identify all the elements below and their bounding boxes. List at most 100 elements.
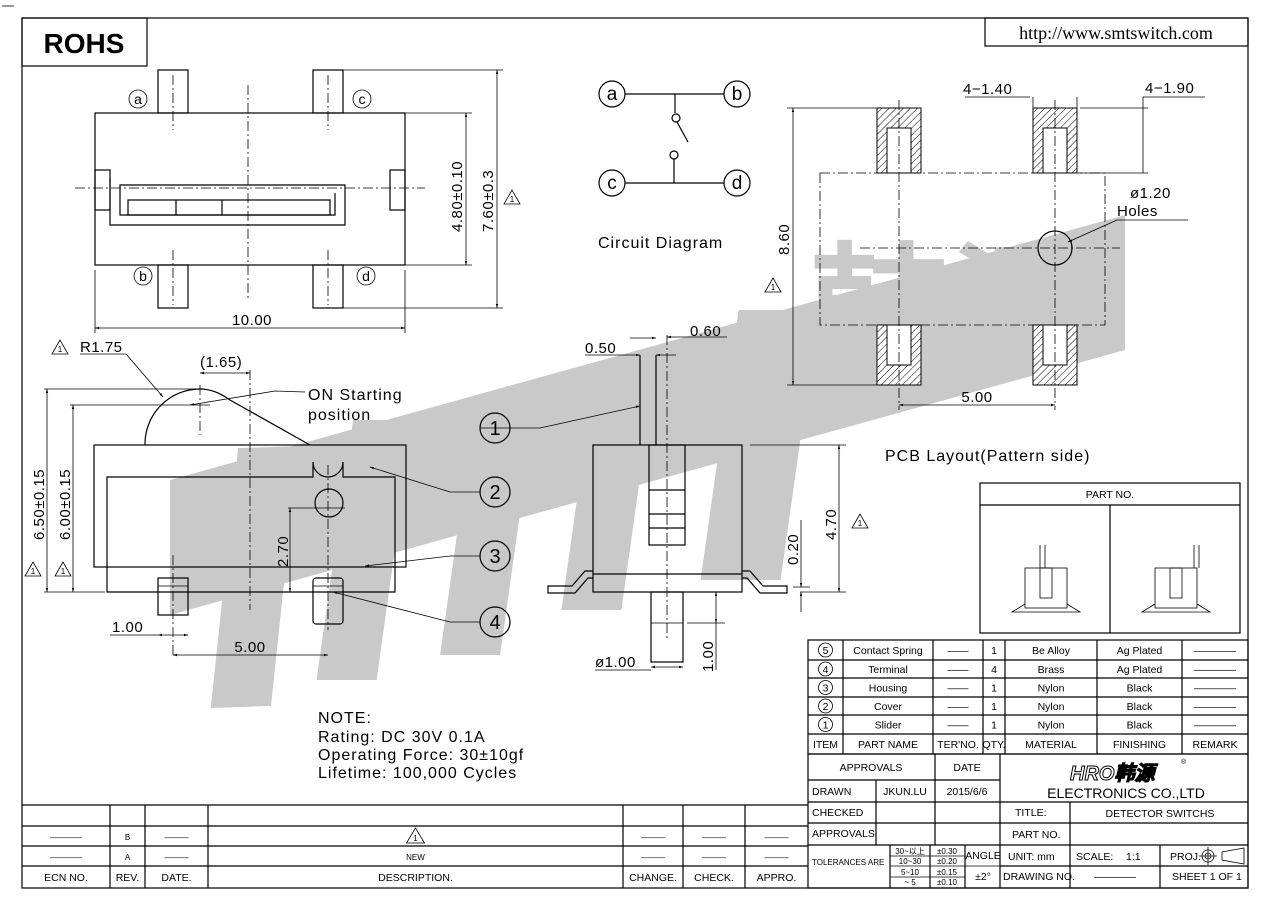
svg-text:TITLE:: TITLE: xyxy=(1015,807,1047,819)
dim-side-100: 1.00 xyxy=(112,619,143,636)
website-url[interactable]: http://www.smtswitch.com xyxy=(1019,23,1213,43)
bom-header: MATERIAL xyxy=(1025,739,1077,751)
svg-text:SHEET 1 OF 1: SHEET 1 OF 1 xyxy=(1172,871,1242,883)
dim-body-height: 4.80±0.10 xyxy=(449,161,466,232)
bom-cell-remark: ———— xyxy=(1194,645,1237,657)
dim-pcb-pitch: 5.00 xyxy=(961,389,992,406)
svg-text:5~10: 5~10 xyxy=(901,868,920,877)
drawing-title: DETECTOR SWITCHS xyxy=(1106,808,1215,820)
item-number-circle xyxy=(818,661,833,677)
bom-cell-material: Brass xyxy=(1038,664,1065,676)
scale-value: 1:1 xyxy=(1126,851,1141,863)
side-view: R1.75 1 (1.65) ON Starting position 6.50… xyxy=(24,339,641,657)
svg-text:3: 3 xyxy=(489,546,500,568)
notes: NOTE: Rating: DC 30V 0.1A Operating Forc… xyxy=(318,710,523,782)
bom-cell-material: Nylon xyxy=(1038,701,1065,713)
bom-cell-name: Cover xyxy=(874,701,903,713)
revision-header: DESCRIPTION. xyxy=(378,872,453,884)
dim-side-500: 5.00 xyxy=(234,639,265,656)
svg-text:1: 1 xyxy=(413,834,418,843)
svg-text:c: c xyxy=(607,173,617,194)
bom-cell-name: Contact Spring xyxy=(853,645,923,657)
svg-text:a: a xyxy=(134,91,142,107)
bom-cell-name: Terminal xyxy=(868,664,908,676)
svg-text:PART NO.: PART NO. xyxy=(1012,829,1060,841)
drawn-date: 2015/6/6 xyxy=(947,786,988,798)
svg-text:1: 1 xyxy=(489,418,500,440)
bom-cell-name: Slider xyxy=(875,720,902,732)
svg-text:1: 1 xyxy=(58,345,63,354)
bom-cell-item: 2 xyxy=(823,701,829,713)
bom-cell-remark: ———— xyxy=(1194,683,1237,695)
revision-cell-appro: ——— xyxy=(765,833,789,842)
revision-triangle-icon xyxy=(405,827,426,844)
bom-cell-ter: —— xyxy=(948,701,970,713)
bom-cell-item: 5 xyxy=(823,645,829,657)
revision-cell-change: ——— xyxy=(641,853,665,862)
dim-front-100: 1.00 xyxy=(700,641,717,672)
bom-header: FINISHING xyxy=(1113,739,1166,751)
front-view: 0.50 0.60 4.70 1 0.20 1.00 ø1.00 xyxy=(547,323,869,672)
callout-4: 4 xyxy=(332,591,511,638)
revision-triangle-icon: 1 xyxy=(54,561,72,577)
bom-cell-remark: ———— xyxy=(1194,664,1237,676)
svg-text:a: a xyxy=(607,84,618,105)
svg-text:±2°: ±2° xyxy=(975,871,991,883)
svg-text:±0.15: ±0.15 xyxy=(937,868,958,877)
dim-plunger-dia: ø1.00 xyxy=(595,654,636,671)
company-logo: HRO韩源 ® xyxy=(1070,758,1188,786)
svg-text:b: b xyxy=(732,84,743,105)
svg-text:1: 1 xyxy=(858,519,863,528)
bom-cell-remark: ———— xyxy=(1194,701,1237,713)
hole-label: Holes xyxy=(1117,203,1158,220)
item-number-circle xyxy=(818,642,833,658)
website-box: http://www.smtswitch.com xyxy=(984,17,1249,47)
svg-text:NOTE:: NOTE: xyxy=(318,710,372,727)
revision-cell-change: ——— xyxy=(641,833,665,842)
item-number-circle xyxy=(818,698,833,714)
svg-text:2: 2 xyxy=(489,482,500,504)
bom-cell-material: Nylon xyxy=(1038,720,1065,732)
svg-text:®: ® xyxy=(1181,758,1187,766)
bom-cell-finishing: Black xyxy=(1127,701,1153,713)
on-start-label: ON Starting xyxy=(308,387,403,404)
svg-text:d: d xyxy=(362,268,370,284)
revision-cell-date: ——— xyxy=(165,833,189,842)
revision-cell-rev: B xyxy=(125,833,130,842)
bom-cell-qty: 1 xyxy=(991,720,997,732)
revision-header: DATE. xyxy=(161,872,191,884)
bom-cell-qty: 4 xyxy=(991,664,997,676)
revision-triangle-icon: 1 xyxy=(764,277,782,293)
revision-cell-date: ——— xyxy=(165,853,189,862)
company-name: ELECTRONICS CO.,LTD xyxy=(1047,785,1205,801)
pcb-title: PCB Layout(Pattern side) xyxy=(885,448,1090,465)
svg-text:DRAWN: DRAWN xyxy=(812,786,851,798)
dim-offset: (1.65) xyxy=(200,354,242,371)
dim-pcb-height: 8.60 xyxy=(776,224,793,255)
revision-triangle-icon: 1 xyxy=(851,513,869,529)
svg-text:————: ———— xyxy=(1094,871,1137,883)
bom-cell-qty: 1 xyxy=(991,701,997,713)
bom-cell-material: Nylon xyxy=(1038,683,1065,695)
revision-cell-appro: ——— xyxy=(765,853,789,862)
revision-cell-ecn: ———— xyxy=(50,833,82,842)
svg-text:d: d xyxy=(732,173,743,194)
svg-text:1: 1 xyxy=(771,283,776,292)
sheet-border xyxy=(21,17,1249,889)
terminal-label-d: d xyxy=(356,266,376,286)
revision-table: ————B———1—————————————A———NEW—————————EC… xyxy=(22,804,808,888)
variant-2-thumbnail xyxy=(1140,545,1212,613)
drawn-by: JKUN.LU xyxy=(883,786,927,798)
svg-text:c: c xyxy=(359,91,366,107)
terminal-label-b: b xyxy=(133,266,153,286)
title-block: APPROVALS DATE DRAWN JKUN.LU 2015/6/6 CH… xyxy=(807,753,1249,889)
bom-cell-finishing: Ag Plated xyxy=(1117,645,1163,657)
bom-cell-finishing: Black xyxy=(1127,720,1153,732)
bom-header: ITEM xyxy=(813,739,838,751)
on-start-label-2: position xyxy=(308,407,371,424)
